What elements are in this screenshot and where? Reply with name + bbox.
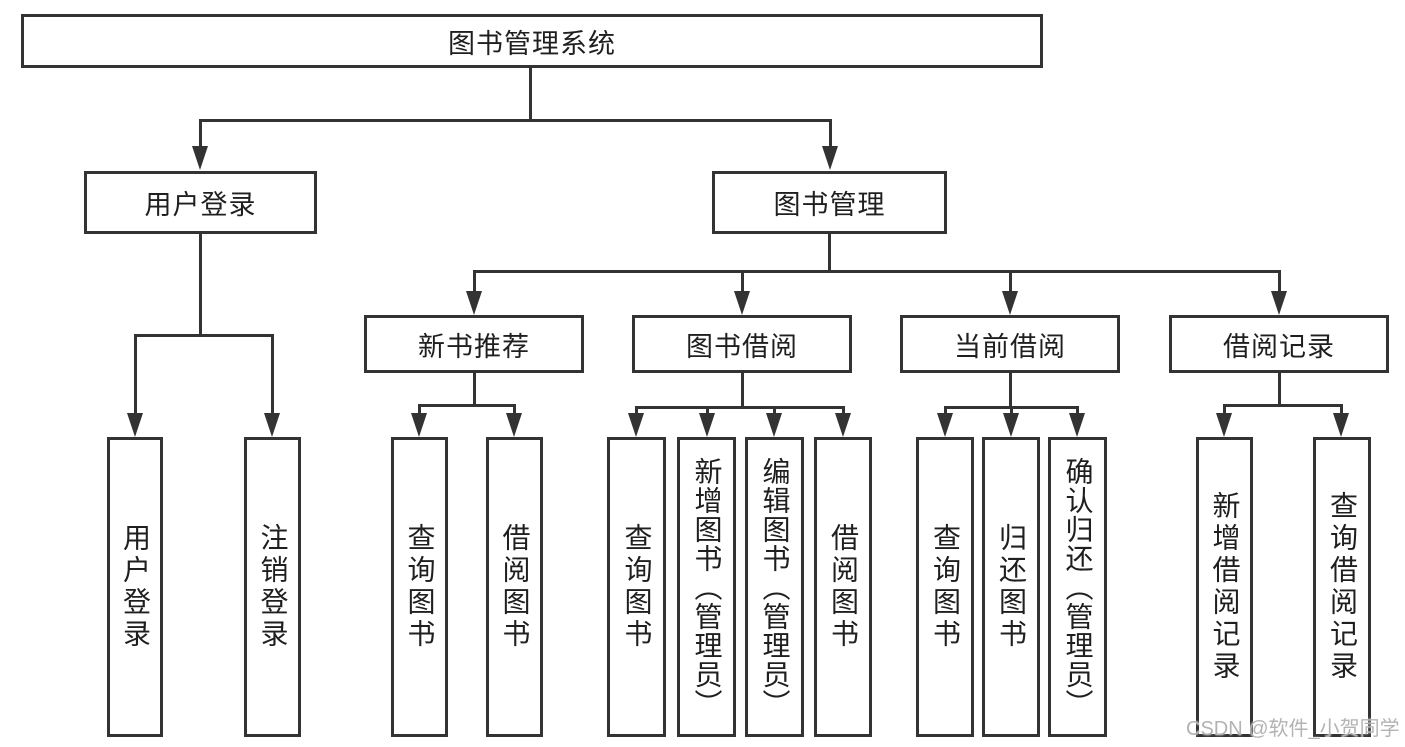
arrowhead-down-icon [411,413,427,437]
connector-arrow-line [472,271,476,299]
arrowhead-down-icon [822,146,838,170]
arrowhead-down-icon [506,413,522,437]
node-label: 编辑图书（管理员） [759,456,791,718]
arrowhead-down-icon [937,413,953,437]
leaf-user-login: 用户登录 [107,437,163,737]
node-label: 查询图书 [404,523,436,651]
arrowhead-down-icon [1003,413,1019,437]
node-label: 借阅记录 [1223,331,1335,362]
node-borrowing-records: 借阅记录 [1169,315,1389,373]
connector-vertical-line [1008,373,1012,409]
node-label: 用户登录 [120,523,151,651]
leaf-query-borrow-record: 查询借阅记录 [1313,437,1371,737]
node-label: 新增图书（管理员） [691,456,723,718]
arrowhead-down-icon [127,413,143,437]
node-label: 查询图书 [621,523,653,651]
node-label: 归还图书 [996,523,1027,651]
connector-horizontal-line [133,333,274,337]
connector-vertical-line [1277,373,1281,407]
node-book-management: 图书管理 [712,171,947,234]
node-label: 注销登录 [257,523,289,651]
node-label: 图书借阅 [686,331,798,362]
csdn-watermark: CSDN @软件_小贺同学 [1186,718,1400,740]
arrowhead-down-icon [264,413,280,437]
connector-arrow-line [740,271,744,299]
arrowhead-down-icon [1216,413,1232,437]
leaf-return-books: 归还图书 [982,437,1040,737]
connector-horizontal-line [472,269,1281,273]
connector-arrow-line [198,120,202,154]
leaf-add-borrow-record: 新增借阅记录 [1196,437,1253,737]
node-label: 确认归还（管理员） [1062,456,1094,718]
connector-horizontal-line [198,118,832,122]
leaf-edit-books-admin: 编辑图书（管理员） [745,437,804,737]
connector-arrow-line [1277,271,1281,299]
arrowhead-down-icon [699,413,715,437]
leaf-logout: 注销登录 [244,437,301,737]
leaf-query-books-current: 查询图书 [916,437,974,737]
leaf-query-books-borrow: 查询图书 [607,437,666,737]
connector-arrow-line [133,335,137,421]
node-label: 新增借阅记录 [1209,491,1241,683]
leaf-borrow-books-recommend: 借阅图书 [486,437,543,737]
node-user-login: 用户登录 [84,171,317,234]
arrowhead-down-icon [1333,413,1349,437]
node-label: 查询借阅记录 [1327,491,1358,683]
connector-vertical-line [740,373,744,409]
connector-arrow-line [270,335,274,421]
arrowhead-down-icon [835,413,851,437]
node-label: 图书管理 [773,190,886,220]
arrowhead-down-icon [628,413,644,437]
connector-vertical-line [472,373,476,407]
connector-arrow-line [828,120,832,154]
node-label: 图书管理系统 [448,28,616,59]
node-label: 借阅图书 [499,523,531,651]
node-book-borrowing: 图书借阅 [632,315,852,373]
arrowhead-down-icon [1002,291,1018,315]
arrowhead-down-icon [734,291,750,315]
node-label: 用户登录 [144,190,257,220]
leaf-confirm-return-admin: 确认归还（管理员） [1048,437,1107,737]
connector-vertical-line [827,234,831,272]
leaf-add-books-admin: 新增图书（管理员） [677,437,736,737]
connector-vertical-line [528,68,532,121]
node-new-book-recommend: 新书推荐 [364,315,584,373]
arrowhead-down-icon [192,146,208,170]
node-label: 查询图书 [930,523,961,651]
node-label: 当前借阅 [954,331,1066,362]
node-current-borrowing: 当前借阅 [900,315,1120,373]
arrowhead-down-icon [1271,291,1287,315]
connector-arrow-line [1008,271,1012,299]
node-label: 借阅图书 [828,523,859,651]
connector-vertical-line [198,234,202,337]
arrowhead-down-icon [1069,413,1085,437]
arrowhead-down-icon [766,413,782,437]
node-root-library-system: 图书管理系统 [21,14,1043,68]
node-label: 新书推荐 [418,331,530,362]
connector-horizontal-line [634,405,845,409]
leaf-borrow-books: 借阅图书 [814,437,872,737]
connector-horizontal-line [1222,403,1343,407]
connector-horizontal-line [417,403,516,407]
arrowhead-down-icon [466,291,482,315]
leaf-query-books-recommend: 查询图书 [391,437,448,737]
